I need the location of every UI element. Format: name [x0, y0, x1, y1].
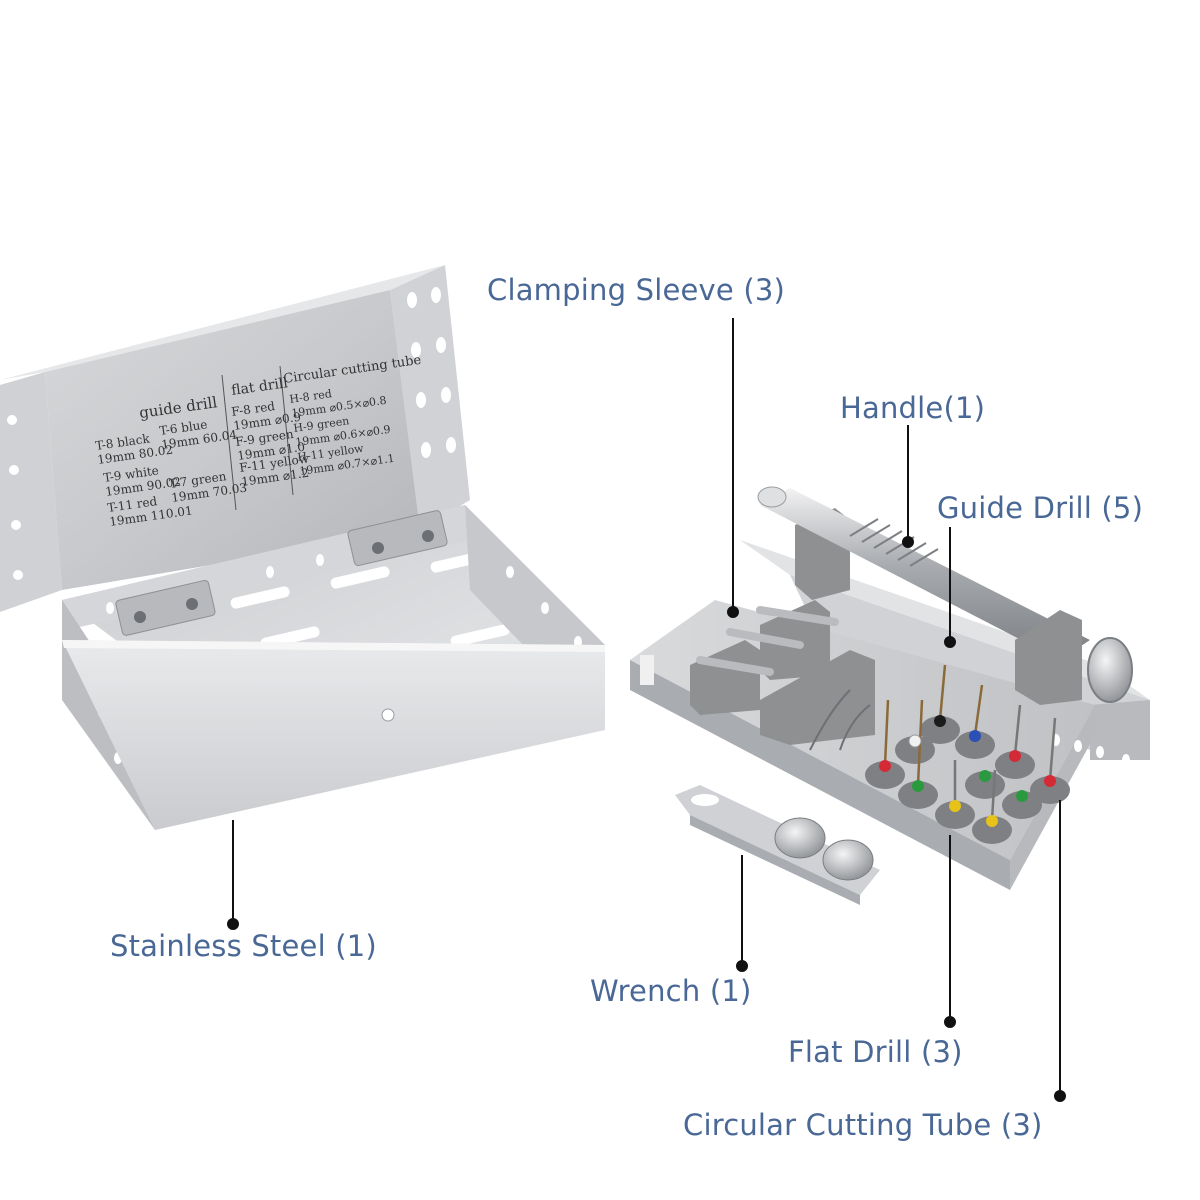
lid-top-rim: [0, 265, 445, 380]
lid-ct-0-code: H-8 red: [289, 387, 333, 406]
label-wrench: Wrench (1): [590, 974, 752, 1008]
wrench-hole: [691, 794, 719, 806]
tray-slot: [640, 655, 654, 685]
lid-panel: [45, 290, 420, 590]
handle-shaft: [760, 488, 1090, 660]
handle-tip: [757, 486, 787, 508]
lid-header-flat-drill: flat drill: [230, 375, 289, 399]
lid-table-grid: [221, 365, 294, 511]
drill-set: [865, 664, 1070, 844]
lid-gd-1-code: T-6 blue: [158, 417, 208, 438]
handle-holder-right: [1015, 610, 1082, 705]
lid-end-wall: [0, 372, 62, 612]
tool-tray: [630, 540, 1150, 890]
label-guide-drill: Guide Drill (5): [937, 491, 1144, 525]
box-front-wall: [62, 640, 605, 830]
wrench-cap-1: [774, 817, 826, 859]
lid-gd-3-code: T-11 red: [106, 494, 158, 515]
box-front-rim: [62, 640, 605, 652]
handle: [757, 486, 1133, 705]
sleeve-holder-3: [760, 650, 875, 745]
lid-fd-0-code: F-8 red: [230, 399, 276, 419]
lid-side-holes: [407, 287, 456, 458]
tray-leg: [1090, 700, 1150, 760]
sleeve-wires: [809, 689, 871, 751]
wrench-edge: [690, 815, 860, 905]
label-clamping-sleeve: Clamping Sleeve (3): [487, 273, 786, 307]
tray-front-edge: [630, 660, 1010, 890]
label-circular-cutting-tube: Circular Cutting Tube (3): [683, 1108, 1043, 1142]
box-front-hole: [381, 708, 395, 722]
label-handle: Handle(1): [840, 391, 986, 425]
clamping-sleeves: [690, 600, 875, 751]
box-hinges: [115, 510, 448, 636]
label-flat-drill: Flat Drill (3): [788, 1035, 963, 1069]
drill-color-rings: [879, 715, 1056, 827]
sleeve-rods: [696, 606, 839, 676]
wrench-cap-2: [822, 839, 874, 881]
lid-side-wall: [390, 265, 470, 530]
label-stainless-steel: Stainless Steel (1): [110, 929, 377, 963]
handle-end-cap: [1087, 637, 1133, 703]
wrench: [675, 785, 880, 905]
lid-end-holes: [7, 415, 23, 580]
leader-lines: [227, 318, 1066, 1102]
stainless-steel-box: guide drill flat drill Circular cutting …: [0, 265, 605, 830]
